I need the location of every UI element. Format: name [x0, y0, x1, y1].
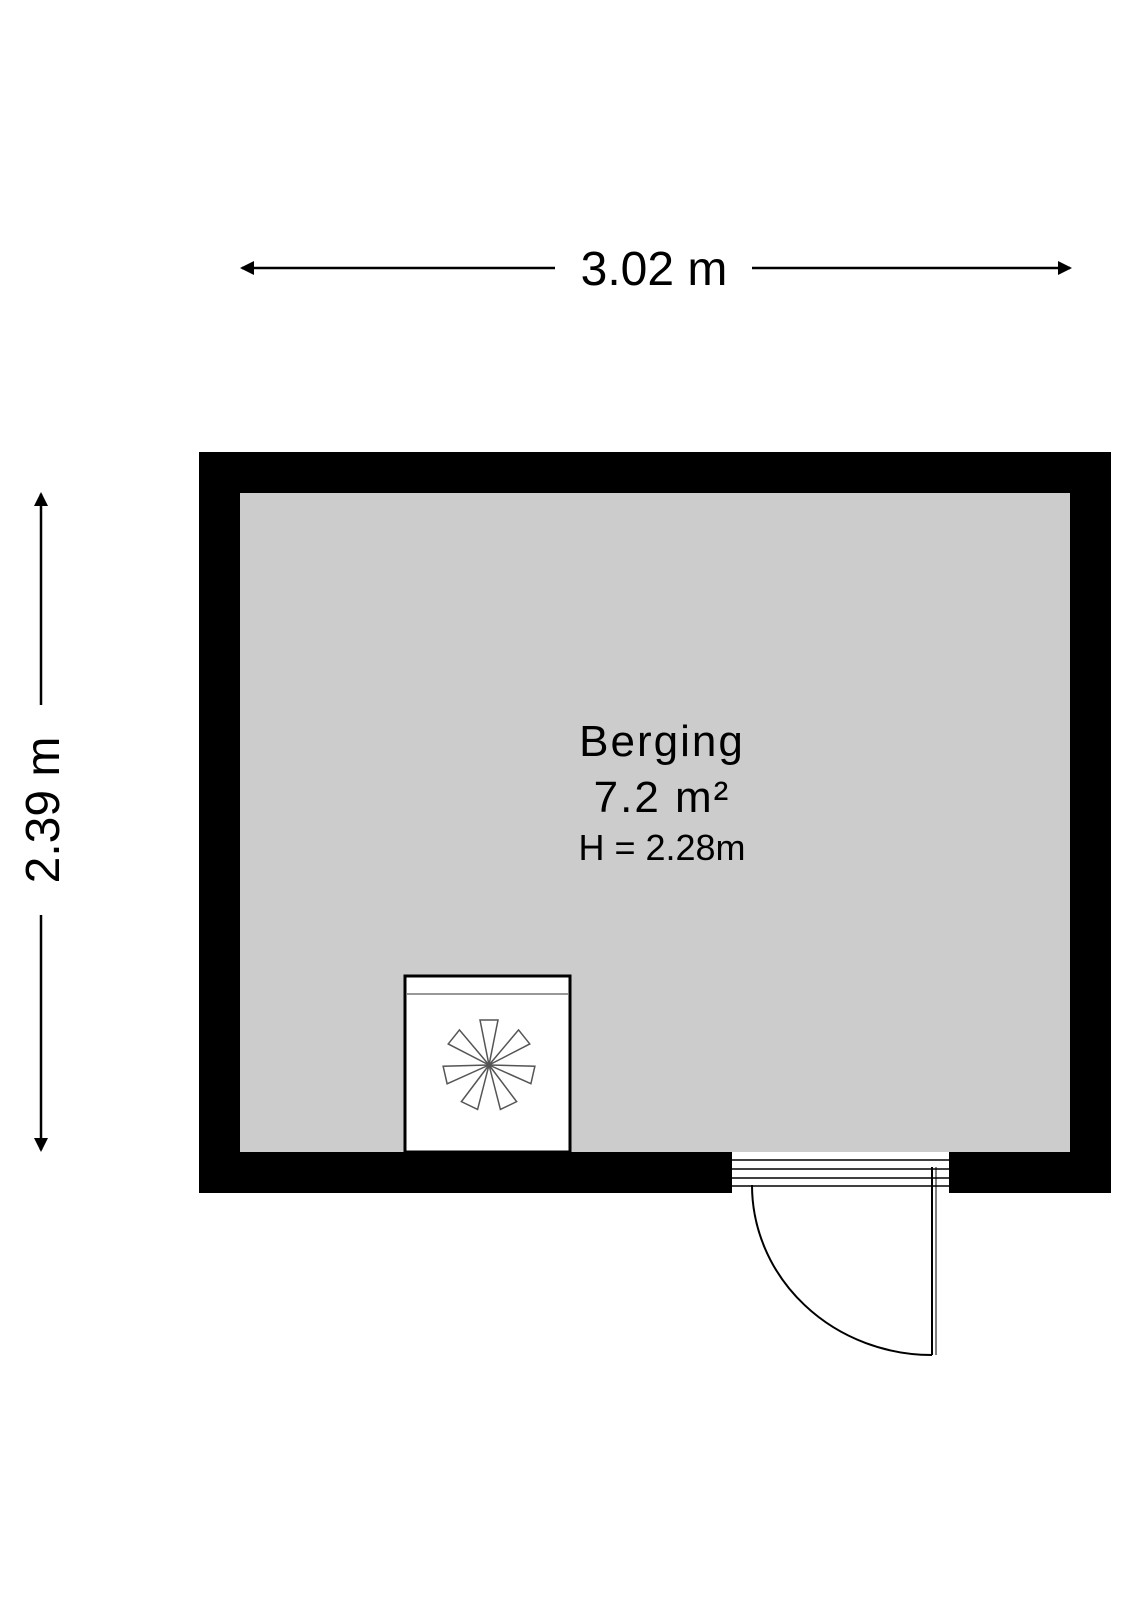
width-dimension: 3.02 m [240, 243, 1072, 296]
door-gap [731, 1152, 950, 1193]
door-swing-icon [751, 1167, 937, 1356]
room-name: Berging [579, 717, 745, 766]
door-swing-arc [751, 1184, 933, 1356]
height-dimension: 2.39 m [17, 492, 70, 1152]
room-floor [240, 493, 1070, 1152]
width-dimension-label: 3.02 m [581, 243, 728, 296]
height-dimension-label: 2.39 m [17, 737, 70, 884]
room-ceiling-height: H = 2.28m [578, 827, 745, 868]
room-area: 7.2 m² [594, 773, 731, 822]
washing-machine-drum-icon [442, 1019, 536, 1111]
room-label: Berging 7.2 m² H = 2.28m [578, 717, 745, 868]
washing-machine-icon [403, 974, 572, 1154]
door-opening [730, 1152, 951, 1193]
